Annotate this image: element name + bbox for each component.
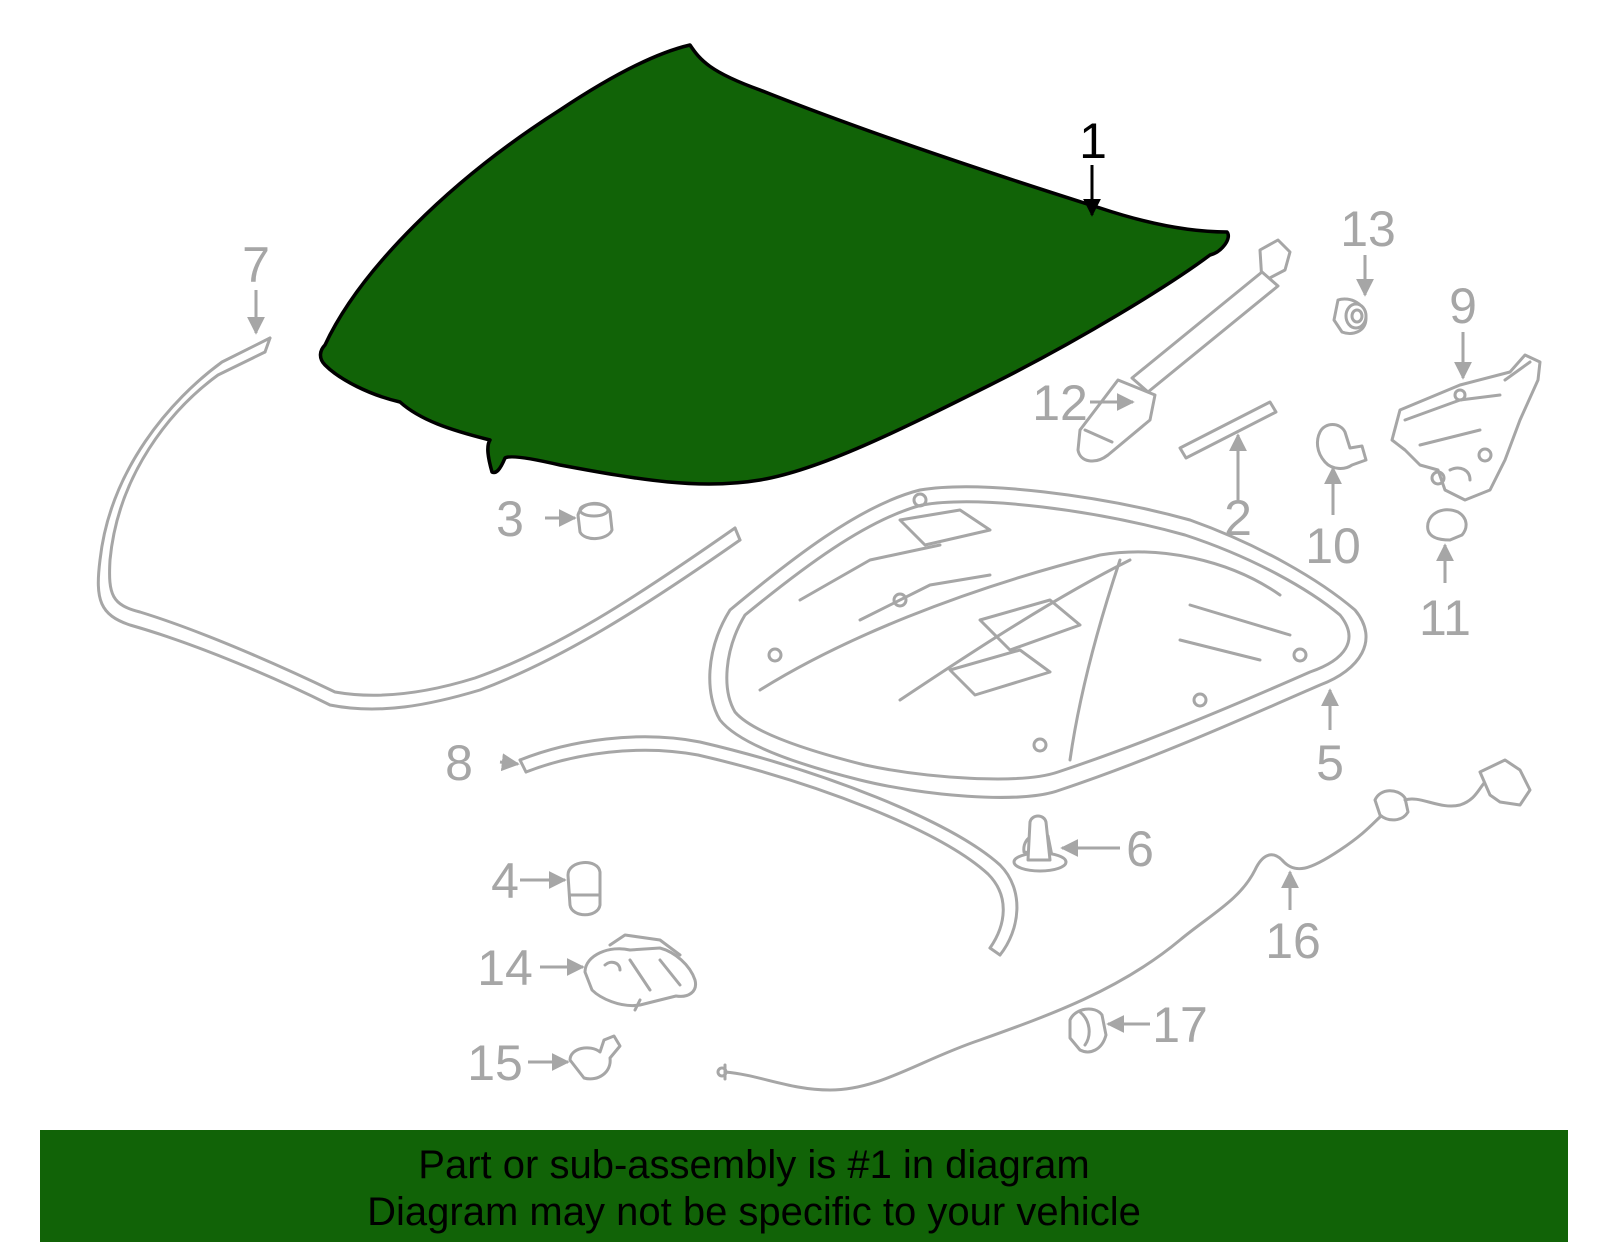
leader-lines: [247, 165, 1472, 1071]
part-6-push-pin: [1012, 814, 1068, 873]
parts-diagram: 1 2 3 4 5 6 7 8 9 10 11 12 13 14 15 16 1…: [96, 43, 1542, 1092]
callout-17: 17: [1152, 997, 1208, 1053]
callout-1: 1: [1079, 113, 1107, 169]
part-13-nut: [1332, 297, 1368, 335]
callout-10: 10: [1305, 518, 1361, 574]
part-15-bolt: [568, 1034, 622, 1081]
part-11-bumper: [1426, 508, 1468, 542]
part-3-clip: [576, 501, 614, 540]
part-8-front-seal: [518, 735, 1019, 957]
part-5-hood-insulator: [708, 485, 1368, 799]
caption-line-1: Part or sub-assembly is #1 in diagram: [418, 1143, 1090, 1187]
part-2-rod: [1178, 400, 1278, 460]
part-4-bumper: [566, 861, 602, 917]
callout-8: 8: [445, 735, 473, 791]
callout-3: 3: [496, 491, 524, 547]
part-17-retainer: [1068, 1007, 1108, 1054]
callout-7: 7: [242, 237, 270, 293]
part-9-hinge: [1390, 353, 1542, 502]
callout-16: 16: [1265, 913, 1321, 969]
callout-13: 13: [1340, 201, 1396, 257]
callout-5: 5: [1316, 735, 1344, 791]
callout-12: 12: [1032, 375, 1088, 431]
callout-6: 6: [1126, 821, 1154, 877]
callout-2: 2: [1224, 490, 1252, 546]
callout-11: 11: [1419, 590, 1471, 646]
part-14-latch: [583, 933, 698, 1012]
part-1-hood: [318, 43, 1230, 486]
callout-labels: 1 2 3 4 5 6 7 8 9 10 11 12 13 14 15 16 1…: [242, 113, 1477, 1091]
part-10-bolt: [1315, 423, 1368, 470]
callout-15: 15: [467, 1035, 523, 1091]
callout-9: 9: [1449, 278, 1477, 334]
callout-4: 4: [491, 853, 519, 909]
part-16-release-cable: [716, 758, 1532, 1092]
part-7-hood-seal: [96, 336, 742, 711]
caption-line-2: Diagram may not be specific to your vehi…: [367, 1190, 1141, 1234]
caption-banner: Part or sub-assembly is #1 in diagram Di…: [40, 1130, 1568, 1242]
callout-14: 14: [477, 940, 533, 996]
part-12-hood-strut: [1076, 238, 1292, 463]
